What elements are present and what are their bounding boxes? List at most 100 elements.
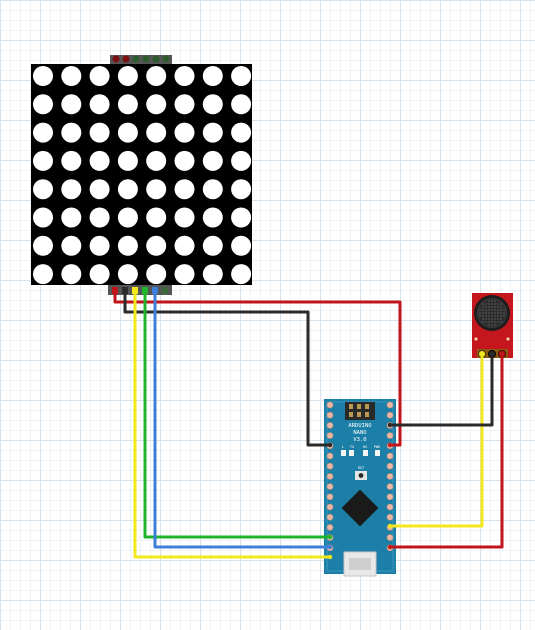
nano-pin-right[interactable]: [386, 473, 394, 480]
matrix-led: [89, 122, 110, 143]
matrix-led: [202, 66, 223, 86]
sensor-pin-vcc[interactable]: [498, 350, 506, 358]
matrix-led: [33, 150, 53, 171]
matrix-led: [117, 179, 138, 200]
nano-pin-left[interactable]: [326, 483, 334, 490]
nano-pin-left[interactable]: [326, 462, 334, 470]
wires: [113, 291, 504, 559]
nano-pin-right[interactable]: [386, 493, 394, 501]
matrix-led: [33, 122, 53, 143]
nano-pin-right[interactable]: [386, 483, 394, 490]
nano-pin-left[interactable]: [326, 411, 334, 419]
board-name-label: ARDUINO: [348, 423, 371, 429]
matrix-led: [89, 94, 110, 115]
matrix-led: [174, 150, 195, 171]
status-leds: [341, 450, 380, 456]
board-model-label: NANO: [353, 430, 366, 436]
matrix-led: [174, 122, 195, 143]
microcontroller-chip: [341, 489, 379, 527]
matrix-led: [117, 66, 138, 86]
matrix-led: [174, 66, 195, 86]
wire-sensor-gnd[interactable]: [388, 356, 494, 427]
matrix-led: [89, 179, 110, 200]
matrix-led: [33, 66, 53, 86]
nano-pin-left[interactable]: [326, 401, 334, 409]
matrix-led: [231, 150, 252, 171]
matrix-led: [117, 150, 138, 171]
matrix-top-header-pins: [112, 55, 170, 63]
matrix-led: [117, 122, 138, 143]
wire-matrix-din[interactable]: [133, 291, 332, 559]
nano-pin-right[interactable]: [386, 411, 394, 419]
nano-pin-left[interactable]: [326, 473, 334, 480]
matrix-led: [61, 235, 82, 256]
nano-pin-right[interactable]: [386, 462, 394, 470]
matrix-led: [202, 207, 223, 228]
matrix-led: [89, 150, 110, 171]
wire-sensor-vcc[interactable]: [388, 356, 504, 549]
matrix-led: [202, 150, 223, 171]
nano-pin-right[interactable]: [386, 534, 394, 541]
sensor-pin-gnd[interactable]: [488, 350, 496, 358]
matrix-led: [61, 264, 82, 285]
matrix-led: [231, 122, 252, 143]
matrix-led: [231, 207, 252, 228]
matrix-led: [61, 179, 82, 200]
matrix-led: [33, 179, 53, 200]
matrix-led: [202, 122, 223, 143]
matrix-led: [146, 235, 167, 256]
nano-pin-right[interactable]: [386, 452, 394, 460]
matrix-led: [146, 179, 167, 200]
led-rx-label: RX: [363, 445, 368, 449]
nano-pin-right[interactable]: [386, 513, 394, 521]
matrix-led: [61, 66, 82, 86]
microphone-sensor[interactable]: [472, 293, 513, 358]
nano-pin-left[interactable]: [326, 503, 334, 511]
matrix-led: [231, 264, 252, 285]
matrix-led: [202, 179, 223, 200]
matrix-led: [231, 94, 252, 115]
matrix-led-grid: [33, 66, 252, 285]
matrix-led: [89, 264, 110, 285]
matrix-led: [231, 179, 252, 200]
matrix-led: [174, 264, 195, 285]
wire-matrix-clk[interactable]: [153, 291, 332, 549]
wire-matrix-vcc[interactable]: [113, 291, 402, 447]
matrix-led: [61, 150, 82, 171]
nano-board: [324, 399, 396, 574]
matrix-led: [33, 235, 53, 256]
wire-sensor-out[interactable]: [388, 356, 484, 528]
led-matrix[interactable]: [31, 55, 252, 295]
nano-pin-left[interactable]: [326, 452, 334, 460]
matrix-led: [33, 264, 53, 285]
led-l-label: L: [342, 445, 344, 449]
wire-matrix-cs[interactable]: [143, 291, 332, 539]
matrix-led: [117, 235, 138, 256]
matrix-led: [231, 235, 252, 256]
nano-pin-left[interactable]: [326, 513, 334, 521]
nano-pin-left[interactable]: [326, 493, 334, 501]
nano-pin-left[interactable]: [326, 422, 334, 429]
wire-matrix-gnd[interactable]: [123, 291, 332, 447]
sensor-pin-out[interactable]: [478, 350, 486, 358]
microphone-mesh: [479, 300, 505, 326]
reset-label: RST: [358, 466, 365, 470]
nano-pin-right[interactable]: [386, 503, 394, 511]
matrix-led: [174, 179, 195, 200]
led-tx-label: TX: [350, 445, 355, 449]
matrix-led: [117, 94, 138, 115]
matrix-led: [146, 122, 167, 143]
matrix-led: [146, 207, 167, 228]
led-pwr-label: PWR: [374, 445, 381, 449]
matrix-led: [61, 122, 82, 143]
matrix-led: [174, 235, 195, 256]
nano-pin-right[interactable]: [386, 432, 394, 439]
matrix-led: [202, 264, 223, 285]
board-version-label: V3.0: [353, 437, 366, 443]
nano-pin-left[interactable]: [326, 432, 334, 439]
arduino-nano[interactable]: ARDUINO NANO V3.0 L TX RX PWR RST: [324, 399, 396, 577]
matrix-led: [231, 66, 252, 86]
nano-pin-left[interactable]: [326, 524, 334, 531]
matrix-led: [33, 94, 53, 115]
nano-pin-right[interactable]: [386, 401, 394, 409]
